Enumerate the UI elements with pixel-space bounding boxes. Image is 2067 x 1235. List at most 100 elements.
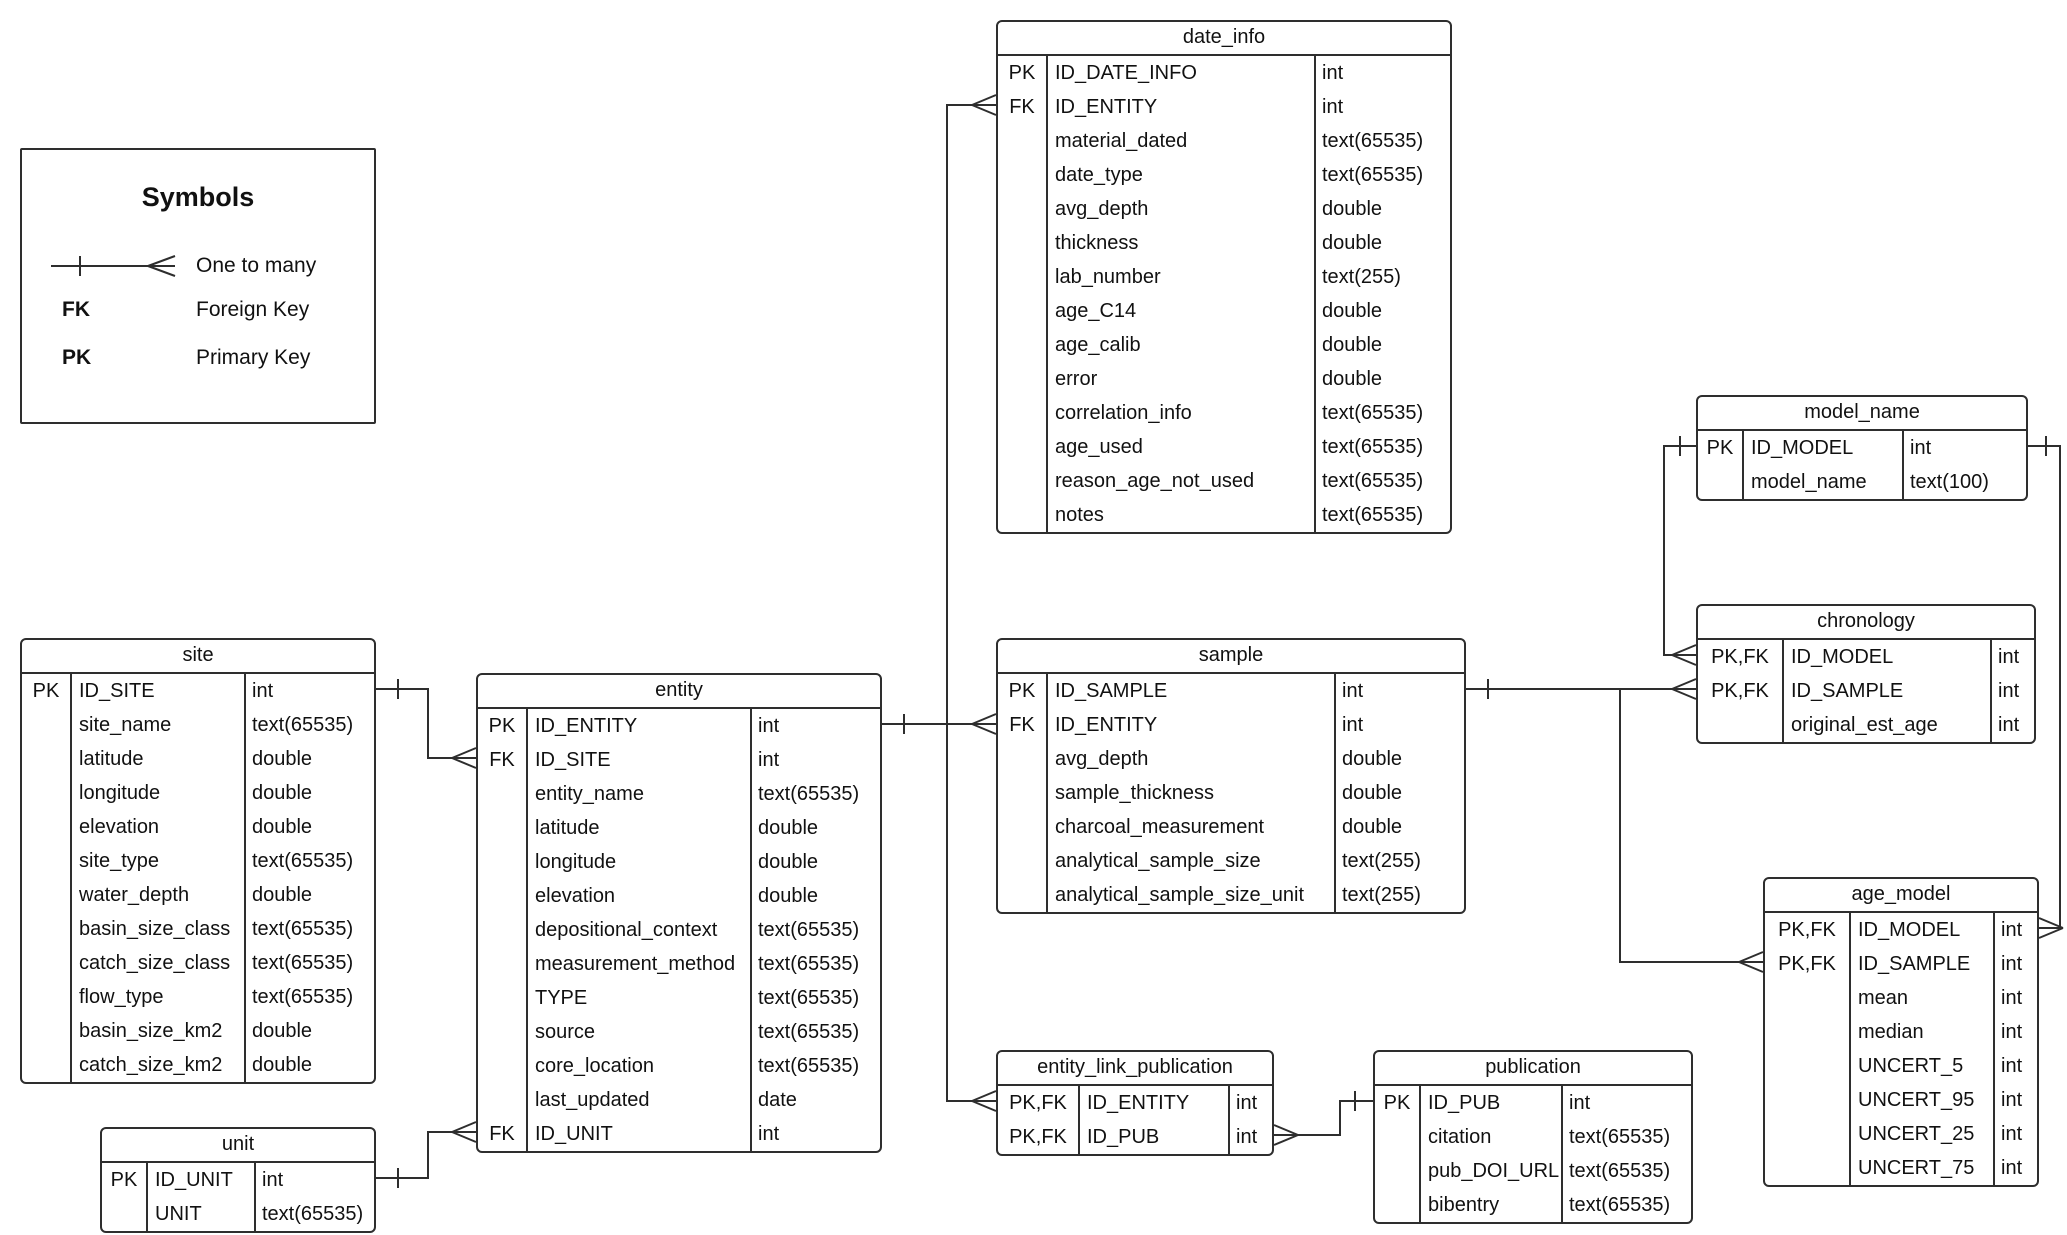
field-key: PK	[110, 1169, 138, 1191]
field-type: double	[244, 878, 374, 912]
field-name: material_dated	[1046, 124, 1314, 158]
field-type: int	[1314, 90, 1450, 124]
field-type: text(65535)	[1314, 498, 1450, 532]
field-name: depositional_context	[526, 913, 750, 947]
connector-unit-to-entity	[376, 1121, 477, 1188]
field-type: double	[750, 845, 880, 879]
field-name: last_updated	[526, 1083, 750, 1117]
field-name: avg_depth	[1046, 192, 1314, 226]
field-type: text(65535)	[750, 777, 880, 811]
legend-box: Symbols One to many FK Foreign Key PK Pr…	[20, 148, 376, 424]
field-name: catch_size_class	[70, 946, 244, 980]
field-type: text(65535)	[750, 913, 880, 947]
field-type: double	[1314, 362, 1450, 396]
field-name: ID_SITE	[70, 674, 244, 708]
field-key: FK	[1009, 96, 1035, 118]
field-name: UNCERT_75	[1849, 1151, 1993, 1185]
field-key	[1765, 1151, 1849, 1185]
legend-item-foreign-key: FK Foreign Key	[48, 292, 366, 328]
field-type: int	[1993, 1151, 2037, 1185]
field-key	[478, 1049, 526, 1083]
field-key	[1375, 1154, 1419, 1188]
field-name: original_est_age	[1782, 708, 1990, 742]
field-name: core_location	[526, 1049, 750, 1083]
field-key	[22, 776, 70, 810]
field-type: double	[1334, 776, 1464, 810]
field-name: mean	[1849, 981, 1993, 1015]
table-title: unit	[102, 1129, 374, 1163]
field-key	[478, 811, 526, 845]
fk-symbol: FK	[62, 298, 90, 321]
field-type: int	[750, 1117, 880, 1151]
field-name: date_type	[1046, 158, 1314, 192]
field-name: UNCERT_95	[1849, 1083, 1993, 1117]
field-type: int	[1993, 1015, 2037, 1049]
field-key	[1698, 465, 1742, 499]
field-key	[1765, 1015, 1849, 1049]
field-type: text(65535)	[1561, 1154, 1691, 1188]
field-key	[998, 430, 1046, 464]
field-type: double	[244, 742, 374, 776]
field-type: text(65535)	[244, 946, 374, 980]
field-name: notes	[1046, 498, 1314, 532]
field-type: text(65535)	[244, 980, 374, 1014]
connector-site-to-entity	[376, 679, 477, 769]
field-name: UNCERT_5	[1849, 1049, 1993, 1083]
field-key: PK	[1383, 1092, 1411, 1114]
connector-entity-to-date_info	[882, 94, 997, 734]
field-key	[102, 1197, 146, 1231]
field-type: int	[1993, 913, 2037, 947]
field-type: text(65535)	[750, 947, 880, 981]
field-name: analytical_sample_size_unit	[1046, 878, 1334, 912]
field-key	[998, 742, 1046, 776]
field-type: text(65535)	[1314, 430, 1450, 464]
field-name: pub_DOI_URL	[1419, 1154, 1561, 1188]
connector-model_name-to-age_model	[2028, 436, 2064, 939]
field-key	[478, 845, 526, 879]
field-type: double	[244, 1048, 374, 1082]
field-key	[998, 158, 1046, 192]
field-name: ID_SAMPLE	[1782, 674, 1990, 708]
field-name: basin_size_km2	[70, 1014, 244, 1048]
field-key	[998, 124, 1046, 158]
field-name: bibentry	[1419, 1188, 1561, 1222]
field-type: double	[1314, 294, 1450, 328]
foreign-key-symbol-wrap: FK	[48, 298, 196, 322]
field-type: text(65535)	[1561, 1188, 1691, 1222]
field-key	[998, 464, 1046, 498]
field-key	[478, 981, 526, 1015]
legend-item-label: Foreign Key	[196, 298, 310, 321]
field-key	[22, 946, 70, 980]
field-type: int	[1228, 1086, 1272, 1120]
field-key	[998, 328, 1046, 362]
field-type: double	[1314, 328, 1450, 362]
field-type: text(65535)	[750, 981, 880, 1015]
field-name: correlation_info	[1046, 396, 1314, 430]
field-name: ID_ENTITY	[1078, 1086, 1228, 1120]
field-name: ID_DATE_INFO	[1046, 56, 1314, 90]
field-name: age_used	[1046, 430, 1314, 464]
field-name: elevation	[526, 879, 750, 913]
